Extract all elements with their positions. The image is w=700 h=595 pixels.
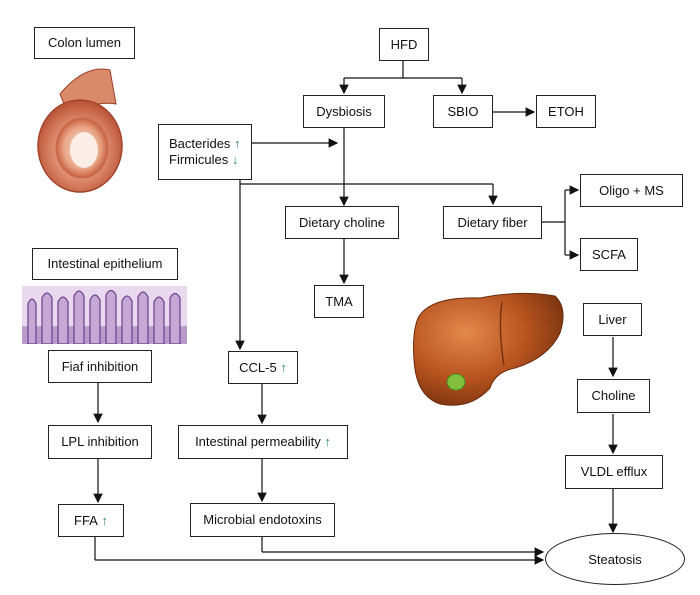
etoh-box: ETOH xyxy=(536,95,596,128)
tma-box: TMA xyxy=(314,285,364,318)
dysbiosis-box: Dysbiosis xyxy=(303,95,385,128)
fiaf-inhibition-box: Fiaf inhibition xyxy=(48,350,152,383)
choline-box: Choline xyxy=(577,379,650,413)
liver-box: Liver xyxy=(583,303,642,336)
lpl-inhibition-box: LPL inhibition xyxy=(48,425,152,459)
ffa-label: FFA xyxy=(74,512,98,528)
ccl5-box: CCL-5 ↑ xyxy=(228,351,298,384)
ccl5-up-arrow-icon: ↑ xyxy=(280,359,287,375)
firmicules-line: Firmicules ↓ xyxy=(169,152,238,168)
scfa-box: SCFA xyxy=(580,238,638,271)
microbial-endotoxins-box: Microbial endotoxins xyxy=(190,503,335,537)
dietary-choline-box: Dietary choline xyxy=(285,206,399,239)
intestinal-permeability-label: Intestinal permeability xyxy=(195,434,321,449)
dietary-fiber-box: Dietary fiber xyxy=(443,206,542,239)
up-arrow-icon: ↑ xyxy=(234,136,241,151)
down-arrow-icon: ↓ xyxy=(231,152,239,167)
bacterides-line: Bacterides ↑ xyxy=(169,136,241,152)
bacterides-firmicules-box: Bacterides ↑ Firmicules ↓ xyxy=(158,124,252,180)
hfd-box: HFD xyxy=(379,28,429,61)
ffa-up-arrow-icon: ↑ xyxy=(101,512,108,528)
steatosis-node: Steatosis xyxy=(545,533,685,585)
epithelium-illustration xyxy=(22,286,187,344)
bacterides-label: Bacterides xyxy=(169,136,231,151)
colon-illustration xyxy=(37,68,123,193)
intestinal-permeability-box: Intestinal permeability ↑ xyxy=(178,425,348,459)
colon-lumen-label: Colon lumen xyxy=(34,27,135,59)
permeability-up-arrow-icon: ↑ xyxy=(324,434,331,449)
intestinal-epithelium-label: Intestinal epithelium xyxy=(32,248,178,280)
sbio-box: SBIO xyxy=(433,95,493,128)
ffa-box: FFA ↑ xyxy=(58,504,124,537)
ccl5-label: CCL-5 xyxy=(239,359,277,375)
vldl-efflux-box: VLDL efflux xyxy=(565,455,663,489)
firmicules-label: Firmicules xyxy=(169,152,229,167)
liver-illustration xyxy=(413,292,564,406)
oligo-ms-box: Oligo + MS xyxy=(580,174,683,207)
